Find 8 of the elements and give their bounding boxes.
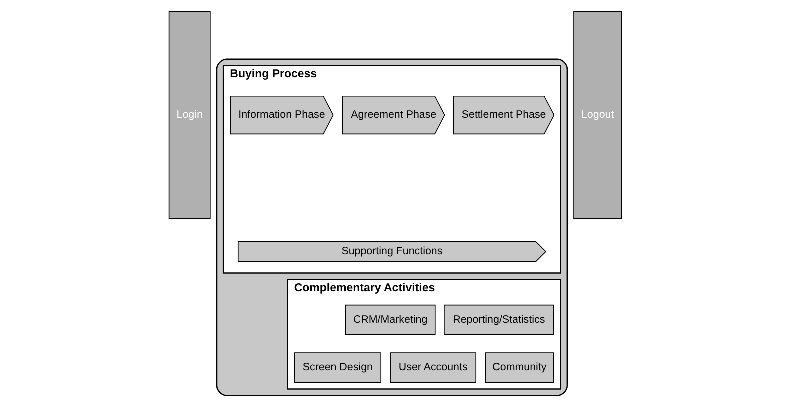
node-box: Screen Design — [294, 352, 382, 384]
node-box: CRM/Marketing — [344, 304, 436, 336]
node-box: Logout — [573, 11, 622, 220]
node-box: User Accounts — [390, 352, 476, 384]
cluster — [216, 58, 568, 396]
node-box: Reporting/Statistics — [444, 304, 554, 336]
node-box: Login — [168, 11, 210, 220]
node-box: Community — [484, 352, 554, 384]
